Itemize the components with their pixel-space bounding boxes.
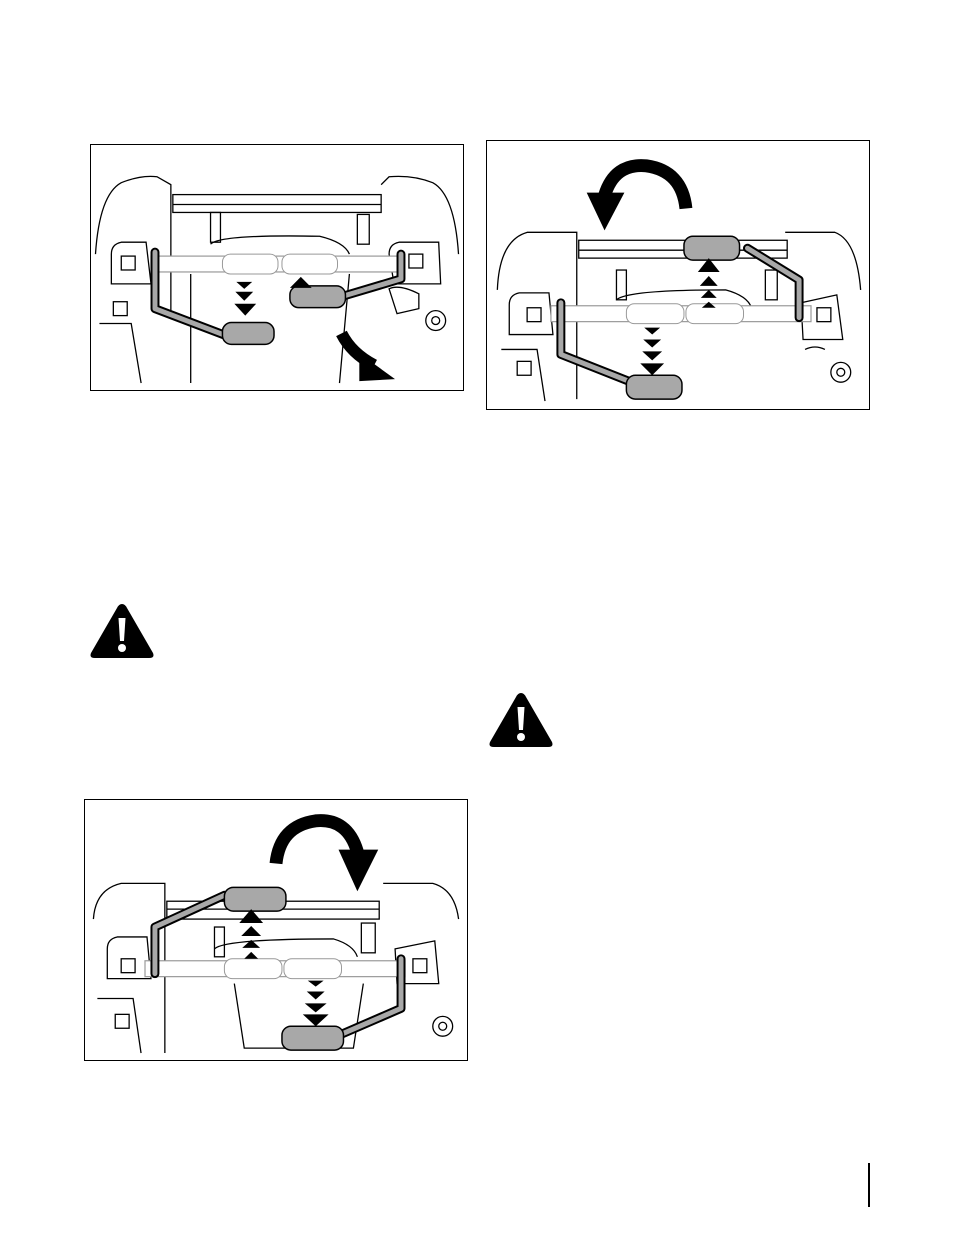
figure-top-left [90,144,464,391]
down-arrows-icon [234,282,256,316]
warning-triangle-icon [88,602,156,660]
down-arrows-icon [640,328,664,376]
handle-illustration-2 [487,141,869,409]
curved-arrow-left-icon [587,166,686,231]
figure-top-right [486,140,870,410]
figure-bottom-left [84,799,468,1061]
curved-arrow-right-icon [341,333,395,381]
down-arrows-icon [303,981,329,1027]
handle-illustration-1 [91,145,463,390]
warning-triangle-icon [487,691,555,749]
handle-illustration-3 [85,800,467,1060]
curved-arrow-right-icon [276,821,378,892]
up-arrow-icon [290,277,312,288]
up-arrows-icon [698,258,720,308]
up-arrows-icon [239,909,263,959]
page-margin-rule [868,1163,870,1207]
